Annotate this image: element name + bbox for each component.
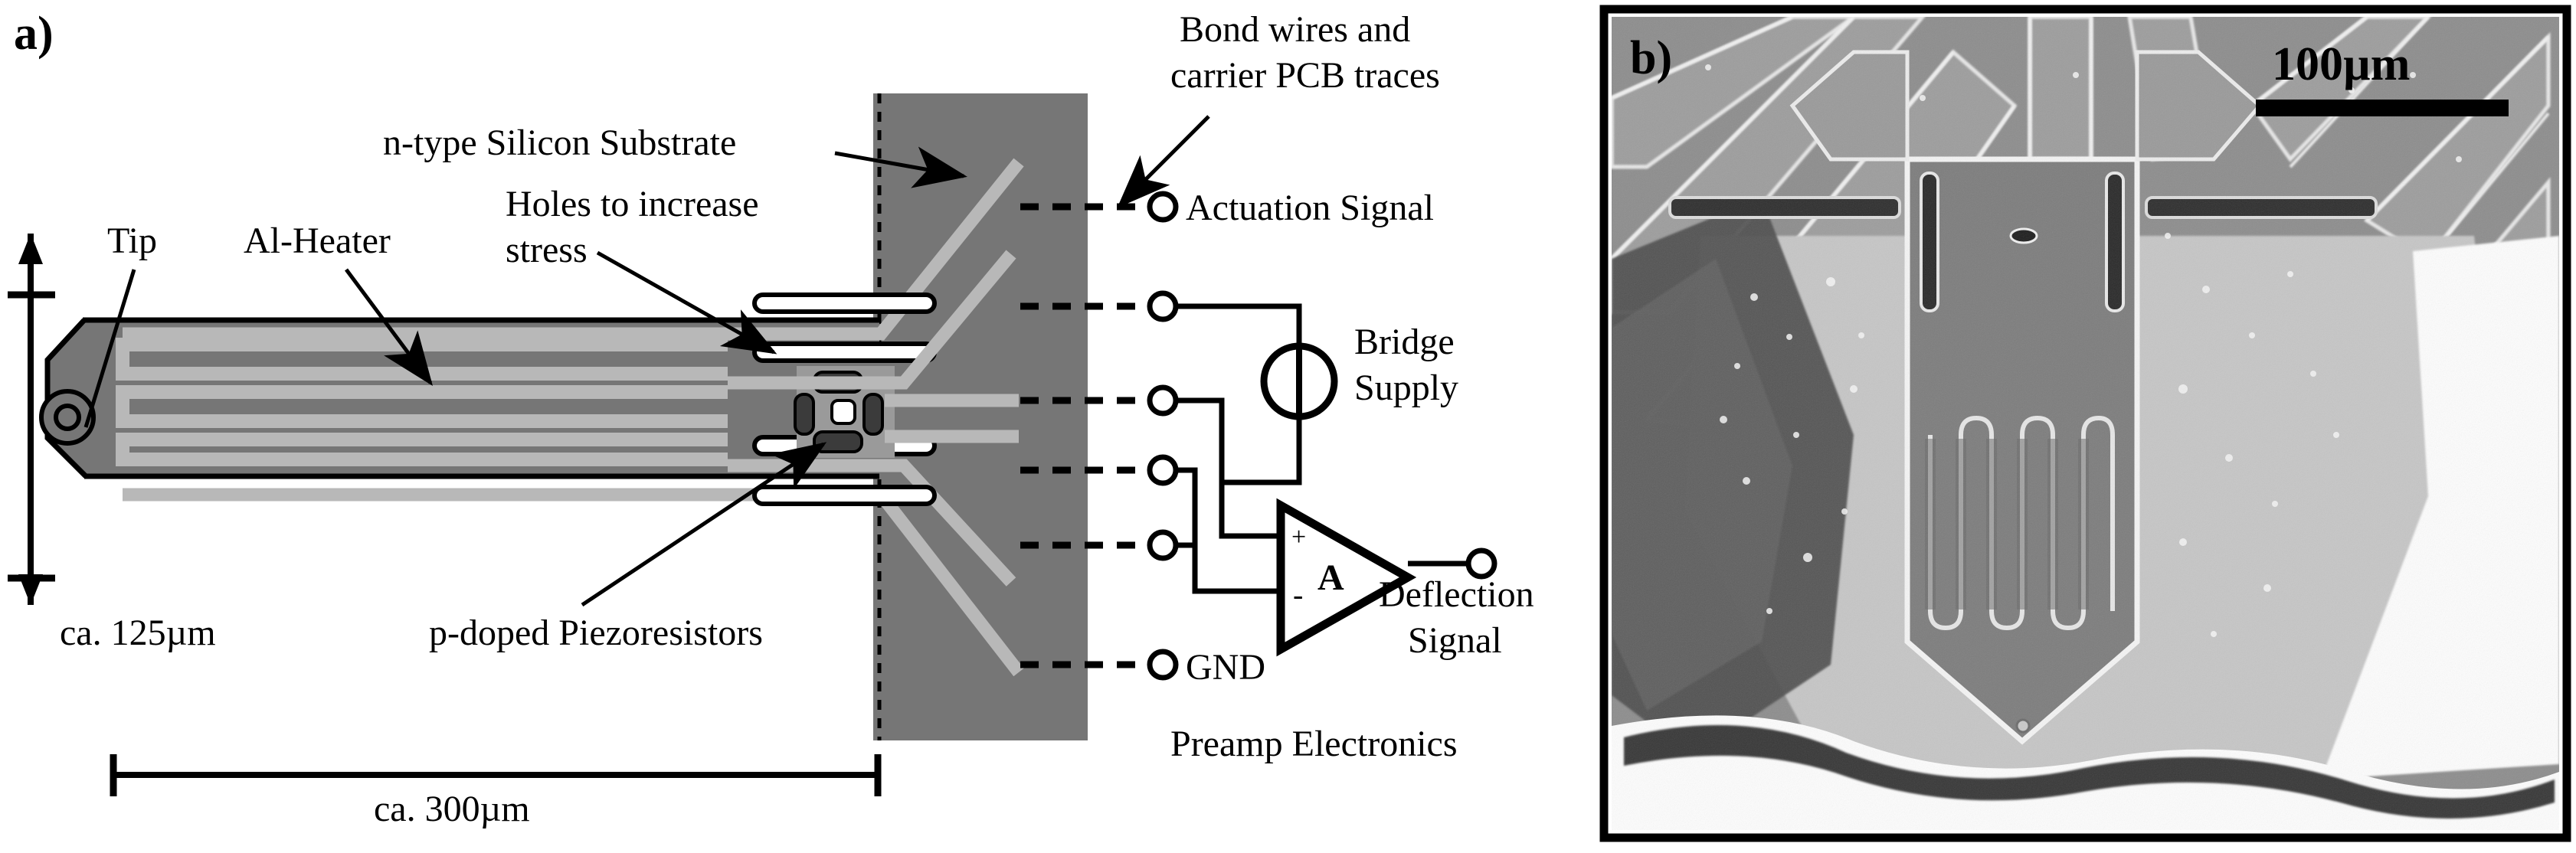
bridge-supply-label-line1: Bridge <box>1354 322 1455 362</box>
terminal-bridge-upper[interactable] <box>1147 384 1179 417</box>
sem-trench-right <box>2145 196 2378 219</box>
silicon-substrate-label: n-type Silicon Substrate <box>383 123 737 163</box>
sem-bottom-dark-ridge <box>1624 725 2555 819</box>
sem-overexposed-region <box>2321 236 2559 779</box>
sem-cantilever-shoulder-right <box>2135 50 2263 162</box>
sem-svg: 100µm b) <box>1599 5 2571 842</box>
al-heater-label: Al-Heater <box>244 221 391 261</box>
piezoresistors-label: p-doped Piezoresistors <box>429 613 763 653</box>
leader-tip <box>83 269 136 428</box>
leader-substrate <box>834 146 967 188</box>
panel-a-schematic: A + - a) Tip Al-Heater n-type Silicon Su… <box>8 8 1534 829</box>
width-dimension-label: ca. 125µm <box>60 613 216 653</box>
sem-trace-4 <box>2028 17 2093 162</box>
panel-b-label: b) <box>1630 32 1672 84</box>
sem-trench-left <box>1668 196 1901 219</box>
leader-lines <box>83 115 1210 607</box>
amplifier-plus-label: + <box>1291 523 1306 551</box>
edge-slot-bottom <box>752 485 937 506</box>
holes-label-line1: Holes to increase <box>506 184 759 224</box>
sem-dark-fracture-inner <box>1612 259 1792 711</box>
leader-bond-wires <box>1117 115 1210 208</box>
terminal-amp-plus[interactable] <box>1147 529 1179 561</box>
circuit-wiring <box>1177 303 1469 594</box>
sem-center-hole <box>2009 227 2038 244</box>
terminal-bridge-lower[interactable] <box>1147 454 1179 486</box>
leader-holes <box>596 250 777 355</box>
bridge-supply-label-line2: Supply <box>1354 368 1459 408</box>
terminal-bridge-top[interactable] <box>1147 290 1179 322</box>
panel-b-sem: 100µm b) <box>1599 5 2571 842</box>
dimension-width <box>8 234 55 605</box>
bridge-center-hole <box>830 399 856 425</box>
tip-inner-circle <box>54 404 81 431</box>
sem-speckles <box>1705 64 2462 637</box>
terminal-group <box>1147 191 1179 681</box>
actuation-signal-label: Actuation Signal <box>1186 188 1434 228</box>
piezoresistor-bottom <box>813 430 863 453</box>
silicon-substrate-block <box>873 93 1088 740</box>
sem-slot-right <box>2105 172 2125 312</box>
bond-wires-label-line1: Bond wires and <box>1180 9 1411 50</box>
amplifier-symbol-label: A <box>1317 557 1344 598</box>
terminal-deflection-output[interactable] <box>1465 547 1497 580</box>
stress-hole-upper <box>752 342 937 363</box>
sem-tip-apex <box>2015 718 2031 734</box>
piezoresistor-right <box>862 393 884 436</box>
scale-bar <box>2256 100 2509 116</box>
trace-bridge-top <box>728 250 1016 390</box>
leader-al-heater <box>344 268 433 387</box>
gnd-label: GND <box>1186 647 1265 688</box>
terminal-actuation[interactable] <box>1147 191 1179 223</box>
preamp-electronics-label: Preamp Electronics <box>1170 724 1458 764</box>
terminal-gnd[interactable] <box>1147 649 1179 681</box>
edge-slot-top <box>752 293 937 314</box>
sem-content <box>1612 17 2559 830</box>
sem-cantilever-shoulder-left <box>1789 50 1910 162</box>
sem-heater-meander-shadow <box>1925 439 2089 610</box>
sem-slot-left <box>1920 172 1939 312</box>
amplifier-minus-label: - <box>1293 577 1303 612</box>
bridge-supply-symbol <box>1260 342 1338 420</box>
dimension-length <box>110 754 882 796</box>
piezoresistor-left <box>794 393 815 436</box>
trace-actuation <box>728 158 1024 341</box>
deflection-label-line2: Signal <box>1408 620 1502 661</box>
holes-label-line2: stress <box>506 230 588 270</box>
tip-label: Tip <box>107 221 157 261</box>
length-dimension-label: ca. 300µm <box>374 789 530 829</box>
scale-bar-label: 100µm <box>2272 38 2410 90</box>
bond-wire-dashed-group <box>1020 203 1149 668</box>
deflection-label-line1: Deflection <box>1379 574 1534 615</box>
amplifier-triangle <box>1276 498 1417 657</box>
bond-wires-label-line2: carrier PCB traces <box>1170 55 1440 96</box>
edge-slot-group <box>752 293 937 506</box>
panel-a-label: a) <box>14 8 54 60</box>
schematic-svg: A + - <box>8 93 1497 796</box>
leader-piezoresistors <box>581 442 827 607</box>
